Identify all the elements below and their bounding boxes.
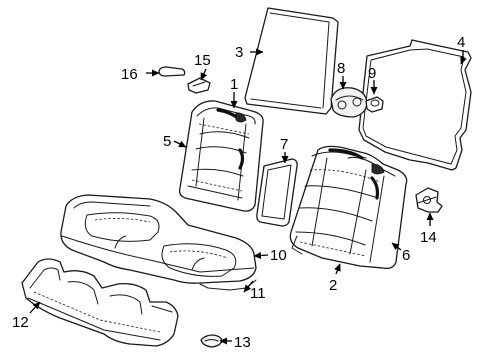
leader-6 <box>391 242 402 251</box>
part-4-seatback-panel <box>358 39 472 171</box>
leader-5 <box>173 140 187 148</box>
leader-12 <box>29 301 41 314</box>
part-16-strip <box>158 66 186 77</box>
part-10-seat-cushion <box>60 194 257 284</box>
callout-11: 11 <box>250 285 266 302</box>
part-12-seat-frame <box>21 258 179 347</box>
part-8-guide-plate <box>330 87 368 118</box>
leader-11 <box>243 280 254 293</box>
callout-4: 4 <box>457 34 465 51</box>
leader-2 <box>334 263 341 275</box>
part-9-bushing <box>365 96 384 113</box>
callout-13: 13 <box>234 334 251 351</box>
callout-labels: 1 2 3 4 5 6 7 8 9 10 11 12 13 14 15 16 <box>12 34 465 351</box>
callout-7: 7 <box>280 136 288 153</box>
part-14-bracket <box>415 187 443 213</box>
leader-4 <box>460 50 467 65</box>
callout-10: 10 <box>270 247 287 264</box>
part-1-seatback-cover-left <box>178 100 264 212</box>
part-2-seatback-cover-right <box>289 145 408 270</box>
callout-16: 16 <box>121 66 138 83</box>
leader-10 <box>253 252 269 259</box>
callout-1: 1 <box>230 76 238 93</box>
callout-14: 14 <box>420 229 437 246</box>
leader-lines <box>29 48 467 345</box>
callout-12: 12 <box>12 314 29 331</box>
part-3-seatback-panel <box>244 7 339 115</box>
callout-5: 5 <box>163 133 171 150</box>
callout-6: 6 <box>402 247 410 264</box>
callout-3: 3 <box>235 44 243 61</box>
callout-8: 8 <box>337 60 345 77</box>
callout-9: 9 <box>368 65 376 82</box>
part-7-armrest-pad <box>256 158 298 227</box>
callout-2: 2 <box>329 277 337 294</box>
part-15-clip <box>187 77 211 94</box>
leader-15 <box>200 68 208 81</box>
callout-15: 15 <box>194 52 211 69</box>
part-13-grommet <box>200 334 223 348</box>
